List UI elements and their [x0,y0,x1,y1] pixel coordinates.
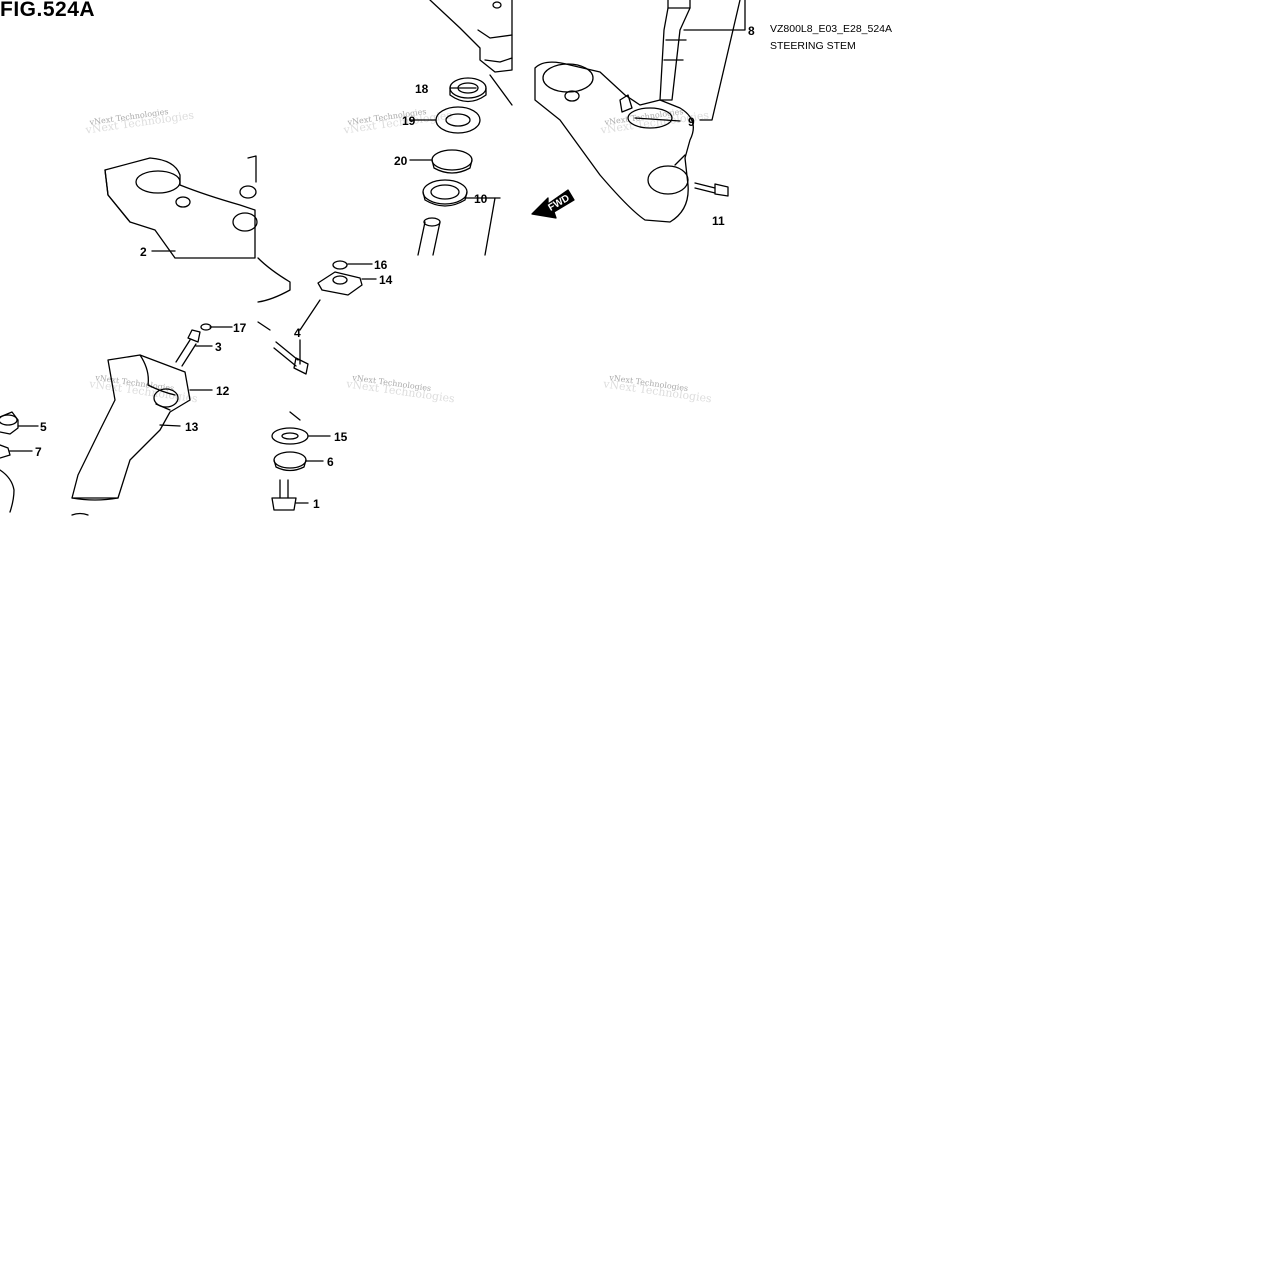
callout-3: 3 [215,340,222,354]
steering-stem-part [534,0,694,223]
nut-part-5-7 [0,411,19,513]
washer-part-15-6 [271,411,309,472]
callout-5: 5 [40,420,47,434]
forward-arrow-label: FWD [546,193,571,214]
assembly-name: STEERING STEM [770,40,856,52]
model-code: VZ800L8_E03_E28_524A [770,23,893,35]
leader-lines [9,0,746,504]
callout-2: 2 [140,245,147,259]
callout-6: 6 [327,455,334,469]
upper-bracket-part [104,155,258,259]
callout-15: 15 [334,430,348,444]
bearing-stack [417,77,496,256]
callout-8: 8 [748,24,755,38]
callout-16: 16 [374,258,388,272]
callout-7: 7 [35,445,42,459]
bolt-part-4 [273,341,309,375]
callout-13: 13 [185,420,199,434]
callout-labels: 1 2 3 4 5 6 7 8 9 10 11 12 13 14 15 16 1… [35,24,755,511]
callout-17: 17 [233,321,247,335]
callout-14: 14 [379,273,393,287]
fork-cover-part [71,354,191,516]
callout-9: 9 [688,115,695,129]
clamp-bracket-fragment [257,257,363,331]
callout-19: 19 [402,114,416,128]
callout-1: 1 [313,497,320,511]
figure-title: FIG.524A [0,0,96,21]
top-bracket-fragment [429,0,513,106]
callout-20: 20 [394,154,408,168]
bolt-part-3 [175,323,212,367]
callout-18: 18 [415,82,429,96]
callout-4: 4 [294,326,301,340]
bolt-part-1 [271,479,297,511]
callout-12: 12 [216,384,230,398]
bolt-part-11 [694,182,729,197]
forward-arrow: FWD [531,189,575,219]
callout-10: 10 [474,192,488,206]
callout-11: 11 [712,214,725,228]
